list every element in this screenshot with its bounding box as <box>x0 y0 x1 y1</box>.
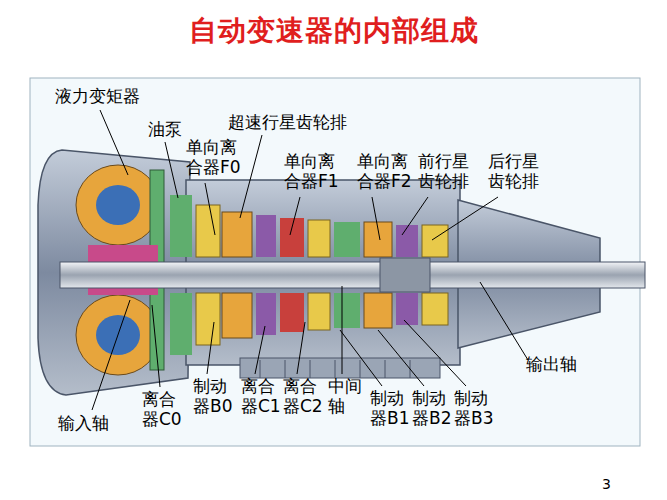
part-label: 单向离合器F1 <box>284 151 340 192</box>
part-label: 油泵 <box>148 119 208 139</box>
part-label: 制动器B0 <box>193 376 233 417</box>
part-label: 超速行星齿轮排 <box>228 112 388 132</box>
slide-title: 自动变速器的内部组成 <box>0 12 667 50</box>
part-label: 单向离合器F2 <box>357 151 413 192</box>
page-number: 3 <box>602 476 632 493</box>
part-label: 制动器B1 <box>370 388 410 429</box>
part-label: 输入轴 <box>58 413 128 433</box>
part-label: 液力变矩器 <box>55 86 165 106</box>
part-label: 制动器B2 <box>412 388 452 429</box>
part-label: 单向离合器F0 <box>186 137 242 178</box>
part-label: 中间轴 <box>328 376 368 417</box>
part-label: 离合器C0 <box>142 389 182 430</box>
part-label: 后行星齿轮排 <box>488 151 544 192</box>
part-label: 离合器C1 <box>241 376 281 417</box>
part-label: 输出轴 <box>526 354 596 374</box>
part-label: 离合器C2 <box>283 376 323 417</box>
part-label: 前行星齿轮排 <box>418 151 474 192</box>
part-label: 制动器B3 <box>454 388 494 429</box>
